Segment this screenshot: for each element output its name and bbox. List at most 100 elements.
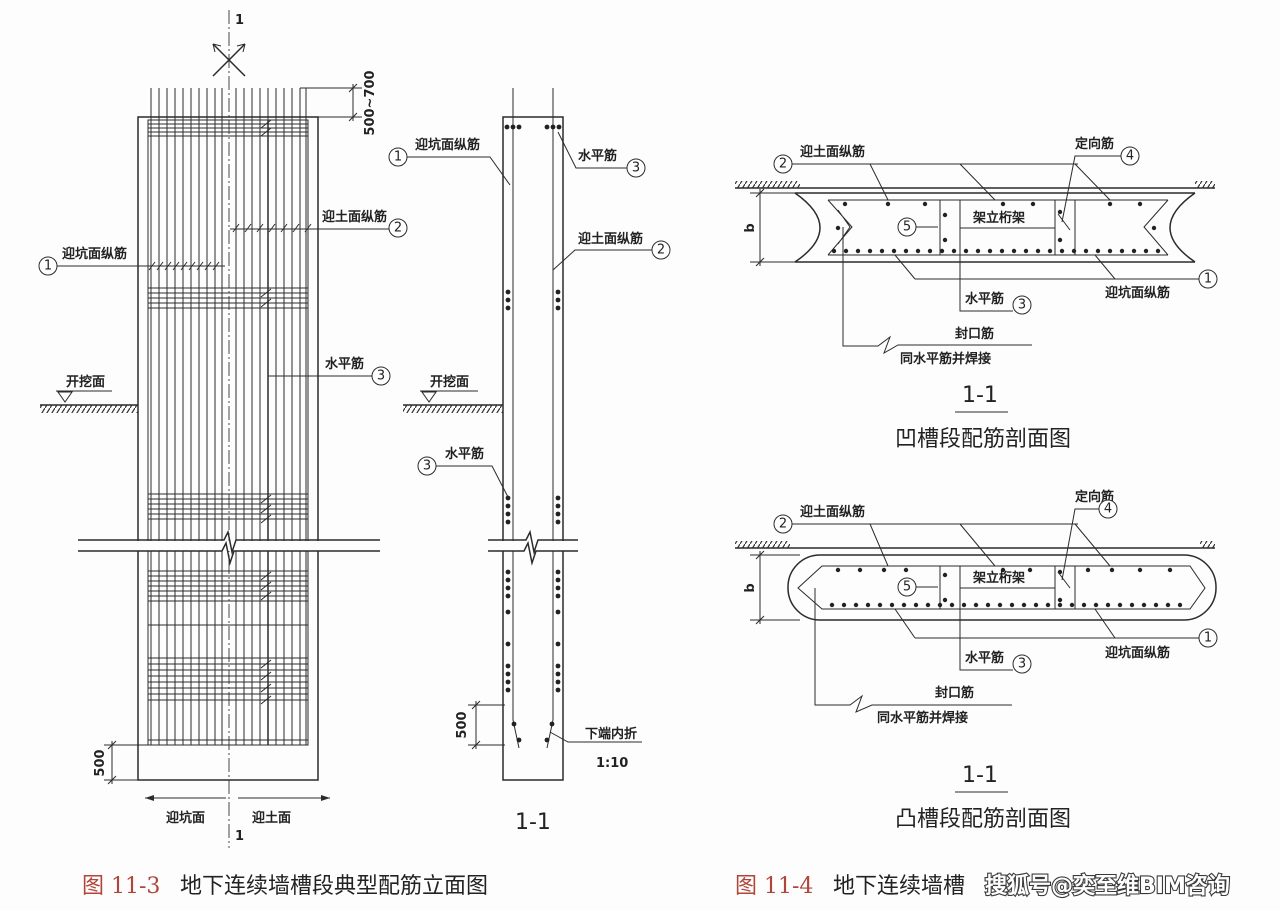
rebar-dot: [885, 201, 891, 207]
callout-label: 迎坑面纵筋: [1105, 645, 1170, 661]
callout-label: 水平筋: [325, 356, 364, 372]
rebar-dot: [511, 721, 517, 727]
rebar-dot: [505, 641, 511, 647]
rebar-dot: [1105, 602, 1111, 608]
callout-horizontal-bars: 水平筋 3: [959, 609, 1032, 674]
rebar-dot: [942, 572, 948, 578]
section-mark-top: 1: [235, 13, 244, 28]
rebar-dot: [881, 567, 887, 573]
rebar-dot: [903, 248, 909, 254]
rebar-dot: [555, 671, 561, 677]
rebar-dot: [505, 679, 511, 685]
rebar-dot: [829, 602, 835, 608]
left-figure-caption: 地下连续墙槽段典型配筋立面图: [180, 874, 488, 899]
rebar-dot: [1141, 602, 1147, 608]
rebar-dot: [555, 297, 561, 303]
callout-pit-bars: 迎坑面纵筋 1: [38, 246, 225, 276]
convex-section-drawing: b 架立桁架 5 定向筋 4 迎土面纵筋 2 迎坑面纵筋 1 水: [735, 489, 1218, 832]
bend-callout: 下端内折 1:10: [549, 726, 642, 771]
rebar-dot: [961, 602, 967, 608]
rebar-dot: [1083, 248, 1089, 254]
rebar-dot: [937, 602, 943, 608]
callout-number: 2: [779, 157, 787, 172]
level-triangle-icon: [57, 391, 73, 403]
dimension-top: 500~700: [300, 70, 378, 136]
callout-number: 4: [1126, 149, 1134, 164]
section-dimension-bottom: 500: [455, 700, 505, 750]
rebar-dot: [973, 602, 979, 608]
callout-orient-bars: 定向筋 4: [1057, 489, 1118, 589]
rebar-dot: [555, 569, 561, 575]
convex-rebar-cage: [797, 565, 1206, 610]
callout-number: 3: [1018, 298, 1026, 313]
rebar-dot: [1011, 248, 1017, 254]
callout-number: 4: [1104, 502, 1112, 517]
rebar-dot: [1069, 602, 1075, 608]
rebar-dot: [505, 305, 511, 311]
rebar-dot: [949, 602, 955, 608]
section-vertical-rebars: [512, 88, 554, 749]
rebar-dot: [505, 569, 511, 575]
rebar-dot: [922, 201, 928, 207]
rebar-cage-outline: [147, 119, 309, 746]
concave-section-mark: 1-1: [962, 383, 998, 408]
concave-title: 凹槽段配筋剖面图: [895, 427, 1071, 452]
rebar-dot: [1177, 602, 1183, 608]
callout-soil-bars: 迎土面纵筋 2: [773, 144, 1111, 201]
rebar-dot: [835, 567, 841, 573]
callout-number: 1: [394, 150, 402, 165]
rebar-dot: [867, 248, 873, 254]
rebar-dot: [555, 305, 561, 311]
rebar-dot: [505, 519, 511, 525]
dimension-bottom: 500: [93, 740, 148, 785]
section-mark-bottom: 1: [235, 829, 244, 844]
rebar-dot: [915, 248, 921, 254]
rebar-dot: [842, 201, 848, 207]
rebar-dot: [1027, 567, 1033, 573]
section-title: 1-1: [515, 810, 551, 835]
rebar-dot: [555, 641, 561, 647]
rebar-dot: [505, 687, 511, 693]
rebar-dot: [1035, 248, 1041, 254]
rebar-dot: [504, 124, 510, 130]
rebar-dot: [857, 567, 863, 573]
rebar-dot: [1057, 597, 1063, 603]
callout-truss: 架立桁架 5: [897, 210, 1025, 237]
convex-rebar-dots: [829, 567, 1183, 608]
callout-pit-bars: 迎坑面纵筋 1: [894, 254, 1218, 301]
section-drawing: 开挖面 迎坑面纵筋 1 水平筋 3 迎土面纵筋 2 水平筋 3: [388, 88, 671, 835]
wall-outline: [137, 116, 319, 781]
rebar-dot: [555, 663, 561, 669]
width-label: b: [743, 583, 758, 592]
callout-orient-bars: 定向筋 4: [1057, 136, 1140, 231]
convex-width-dimension: b: [743, 550, 800, 625]
section-rebar-dots: [504, 124, 562, 743]
captions: 图 11-3 地下连续墙槽段典型配筋立面图 图 11-4 地下连续墙槽 搜狐号@…: [82, 872, 1231, 900]
callout-number: 3: [377, 369, 385, 384]
closing-bar-note: 同水平筋并焊接: [877, 710, 968, 726]
callout-number: 2: [657, 243, 665, 258]
rebar-dot: [1155, 248, 1161, 254]
rebar-dot: [1107, 201, 1113, 207]
callout-label: 水平筋: [445, 446, 484, 462]
rebar-dot: [1095, 248, 1101, 254]
right-figure-caption: 地下连续墙槽: [833, 874, 965, 899]
rebar-dot: [1093, 602, 1099, 608]
right-figure-number: 图 11-4: [735, 874, 813, 899]
rebar-dot: [1153, 602, 1159, 608]
callout-label: 定向筋: [1074, 136, 1114, 152]
rebar-dot: [942, 237, 948, 243]
callout-number: 2: [779, 517, 787, 532]
rebar-dot: [505, 577, 511, 583]
rebar-dot: [1129, 602, 1135, 608]
rebar-dot: [987, 248, 993, 254]
concave-section-drawing: b 架立桁架 5 定向筋 4 迎土面纵筋 2 迎坑面纵筋 1 水: [735, 136, 1218, 452]
callout-label: 水平筋: [965, 650, 1004, 666]
rebar-dot: [549, 721, 555, 727]
callout-number: 5: [903, 220, 911, 235]
rebar-dot: [555, 519, 561, 525]
callout-label: 架立桁架: [972, 570, 1025, 586]
dimension-top-label: 500~700: [363, 70, 378, 135]
rebar-dot: [927, 248, 933, 254]
